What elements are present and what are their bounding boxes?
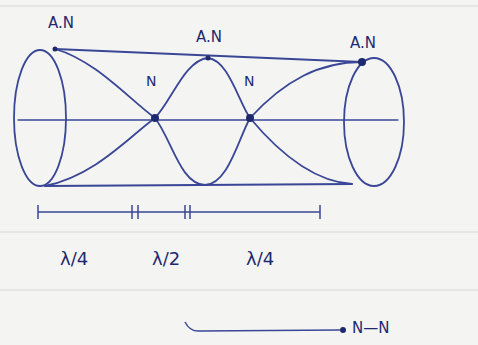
node-dot [151, 114, 159, 122]
paper-line [0, 6, 478, 7]
bracket-line [185, 322, 340, 331]
dimension-line [38, 211, 320, 213]
dimension-tick [189, 205, 191, 219]
paper-line [0, 290, 478, 291]
antinode-dot [206, 56, 211, 61]
wave-lower [45, 118, 352, 186]
point-label: A.N [196, 30, 222, 45]
point-label: A.N [48, 16, 74, 31]
pipe [14, 49, 404, 186]
point-dots [53, 47, 367, 123]
antinode-dot [53, 47, 58, 52]
point-label: A.N [350, 36, 376, 51]
point-label: N [146, 74, 156, 88]
dimension-label: λ/4 [246, 250, 274, 268]
dimension-tick [131, 205, 133, 219]
dimension-tick [137, 205, 139, 219]
dimension-tick [319, 205, 321, 219]
bracket-end-dot [340, 327, 346, 333]
pipe-axis [18, 119, 398, 120]
wave-upper [55, 49, 362, 118]
dimension-marks [38, 205, 340, 331]
bracket-label: N—N [352, 321, 389, 336]
pipe-right-end [344, 58, 404, 186]
dimension-label: λ/4 [60, 250, 88, 268]
point-label: N [244, 74, 254, 88]
dimension-tick [37, 205, 39, 219]
antinode-dot [358, 58, 366, 66]
node-dot [246, 114, 254, 122]
paper-lines [0, 6, 478, 290]
pipe-top-wall [55, 49, 362, 62]
dimension-label: λ/2 [152, 250, 180, 268]
pipe-left-end [14, 50, 66, 186]
paper-line [0, 232, 478, 233]
dimension-tick [184, 205, 186, 219]
